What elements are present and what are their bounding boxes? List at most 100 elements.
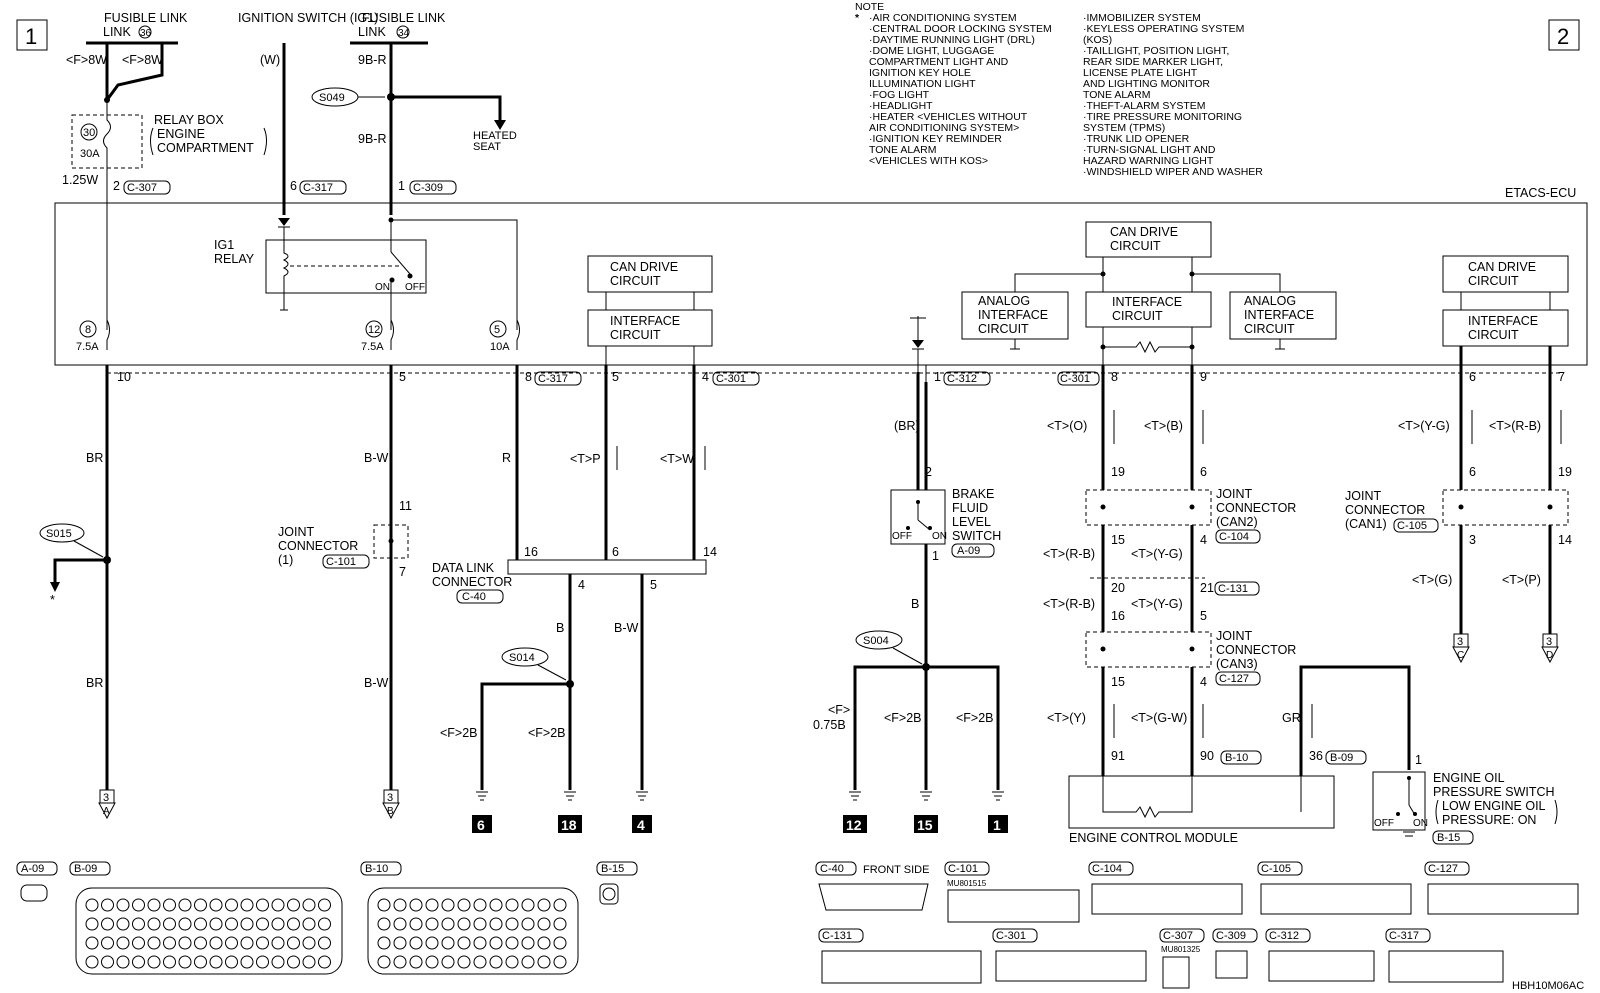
note-column-1: ·AIR CONDITIONING SYSTEM·CENTRAL DOOR LO… bbox=[869, 12, 1052, 167]
wire-label-ty: <T>(Y) bbox=[1047, 711, 1086, 725]
pin-6-c317: 6 bbox=[290, 179, 297, 193]
wire-label-b-dlc: B bbox=[556, 621, 564, 635]
ground-symbol-2 bbox=[849, 791, 1004, 801]
pin-8-c317: 8 bbox=[525, 370, 532, 384]
fuse-12-symbol bbox=[390, 319, 394, 350]
connector-c127-tag bbox=[1215, 671, 1261, 686]
note-line: ·TIRE PRESSURE MONITORING bbox=[1083, 111, 1242, 123]
pin-36-ecm: 36 bbox=[1309, 749, 1323, 763]
connector-pin bbox=[225, 898, 238, 912]
ground-marker-4 bbox=[632, 815, 652, 833]
wire-s004-bus bbox=[853, 665, 1000, 790]
connector-pin bbox=[457, 955, 471, 969]
connector-pin bbox=[240, 955, 254, 969]
wire-label-tyg-1: <T>(Y-G) bbox=[1131, 547, 1183, 561]
wire-internal-fuse5 bbox=[391, 219, 518, 330]
brake-label-3: LEVEL bbox=[952, 515, 991, 529]
sheet-marker-right-box bbox=[1548, 19, 1580, 51]
connector-pin bbox=[409, 936, 423, 950]
note-line: ·TRUNK LID OPENER bbox=[1083, 133, 1190, 145]
connector-pin bbox=[393, 917, 407, 931]
splice-s015: S015 bbox=[46, 528, 72, 540]
joint-can3-label-1: JOINT bbox=[1216, 629, 1252, 643]
connector-pin bbox=[441, 898, 455, 912]
pin-3-can1: 3 bbox=[1469, 533, 1476, 547]
heated-seat-label-2: SEAT bbox=[473, 141, 501, 153]
ig1-relay-box bbox=[265, 239, 427, 294]
connector-pin bbox=[85, 898, 99, 912]
connector-pin bbox=[256, 917, 269, 931]
connector-pin bbox=[194, 898, 207, 912]
fusible-link-36-num: 36 bbox=[140, 28, 152, 39]
connector-pin bbox=[209, 898, 223, 912]
can-drive-3-label-1: CAN DRIVE bbox=[1468, 260, 1536, 274]
offpage-a-letter: A bbox=[103, 806, 110, 817]
connector-pin bbox=[116, 936, 130, 950]
wire-label-tp-can1: <T>(P) bbox=[1502, 573, 1541, 587]
legend-a09-shape bbox=[20, 884, 48, 902]
note-line: IGNITION KEY HOLE bbox=[869, 67, 971, 79]
connector-pin bbox=[425, 917, 439, 931]
note-line: TONE ALARM bbox=[1083, 89, 1151, 101]
pin-4-dlc: 4 bbox=[578, 578, 585, 592]
wire-label-trb-1: <T>(R-B) bbox=[1043, 547, 1095, 561]
connector-c317-tag-top bbox=[299, 180, 347, 195]
joint-can3-label-2: CONNECTOR bbox=[1216, 643, 1296, 657]
connector-pin bbox=[147, 917, 161, 931]
note-line: ·TURN-SIGNAL LIGHT AND bbox=[1083, 144, 1216, 156]
offpage-d-letter: D bbox=[1546, 650, 1553, 661]
joint-can2-box bbox=[1085, 489, 1212, 526]
interface-1-label-2: CIRCUIT bbox=[610, 328, 661, 342]
connector-pin bbox=[225, 936, 238, 950]
connector-pin bbox=[505, 898, 519, 912]
legend-c307-tag bbox=[1159, 928, 1205, 943]
wire-label-w: (W) bbox=[260, 53, 280, 67]
connector-pin bbox=[377, 936, 391, 950]
note-title: NOTE bbox=[855, 1, 884, 13]
legend-c40-shape bbox=[818, 883, 929, 911]
analog-2-label-1: ANALOG bbox=[1244, 294, 1296, 308]
connector-pin bbox=[302, 917, 316, 931]
legend-c105-shape bbox=[1260, 883, 1412, 915]
wire-label-f2b-3: <F>2B bbox=[884, 711, 922, 725]
pin-4-can3: 4 bbox=[1200, 675, 1207, 689]
data-link-label-2: CONNECTOR bbox=[432, 575, 512, 589]
connector-pin bbox=[85, 936, 99, 950]
termination-resistor-1 bbox=[1103, 340, 1192, 354]
brake-off-label: OFF bbox=[892, 531, 912, 542]
connector-pin bbox=[318, 917, 331, 931]
pin-16-dlc: 16 bbox=[524, 545, 538, 559]
connector-pin bbox=[287, 898, 300, 912]
connector-c317-top: C-317 bbox=[303, 182, 333, 194]
wire-label-to: <T>(O) bbox=[1047, 419, 1087, 433]
connector-pin bbox=[441, 955, 455, 969]
pin-6-can1: 6 bbox=[1469, 465, 1476, 479]
connector-pin bbox=[240, 917, 254, 931]
note-line: ·HEADLIGHT bbox=[869, 100, 933, 112]
offpage-c-letter: C bbox=[1457, 650, 1464, 661]
connector-pin bbox=[163, 898, 176, 912]
wire-gr bbox=[1299, 665, 1411, 776]
oil-on-label: ON bbox=[1413, 818, 1428, 829]
connector-pin bbox=[302, 955, 316, 969]
fuse-12-amp: 7.5A bbox=[361, 341, 384, 353]
interface-2-label-1: INTERFACE bbox=[1112, 295, 1182, 309]
legend-c101-shape bbox=[947, 889, 1080, 923]
connector-pin bbox=[163, 917, 176, 931]
wire-label-b-w-2: B-W bbox=[364, 676, 389, 690]
wire-label-f2b-1: <F>2B bbox=[440, 726, 478, 740]
connector-pin bbox=[473, 955, 487, 969]
connector-c301-tag-a bbox=[712, 371, 760, 386]
connector-pin bbox=[409, 917, 423, 931]
connector-pin bbox=[457, 898, 471, 912]
wire-label-br-1: BR bbox=[86, 451, 103, 465]
ground-symbol bbox=[476, 791, 648, 801]
wire-heated-seat bbox=[391, 95, 502, 122]
oil-pressure-switch-box bbox=[1372, 771, 1426, 831]
fuse-8-symbol bbox=[106, 319, 110, 350]
relay-30-circle bbox=[80, 123, 98, 141]
ground-marker-1 bbox=[988, 815, 1008, 833]
wire-label-br-brake: (BR) bbox=[894, 419, 920, 433]
connector-c40-tag bbox=[456, 589, 504, 604]
note-line: ·KEYLESS OPERATING SYSTEM bbox=[1083, 23, 1244, 35]
